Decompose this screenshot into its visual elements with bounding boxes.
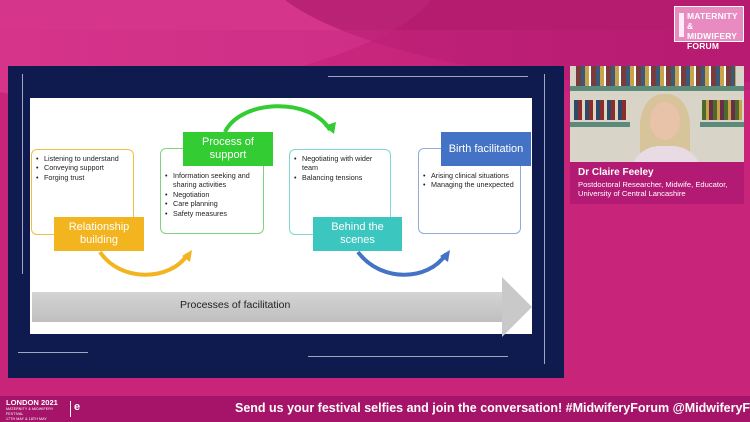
stage-label-support: Process of support	[183, 132, 273, 166]
speaker-title: Postdoctoral Researcher, Midwife, Educat…	[578, 180, 728, 198]
list-item: Balancing tensions	[294, 173, 386, 183]
process-arrow	[32, 292, 502, 322]
books	[702, 100, 742, 120]
logo-text-line1: MATERNITY	[687, 11, 738, 21]
chalk-line	[18, 352, 88, 353]
arrowhead-gold	[182, 250, 192, 262]
bookshelf	[700, 122, 744, 127]
process-arrow-label: Processes of facilitation	[180, 299, 291, 311]
process-arrow-head-icon	[502, 277, 532, 337]
books	[576, 66, 736, 86]
chalk-line	[328, 76, 528, 77]
list-item: Conveying support	[36, 163, 129, 173]
arrowhead-green	[324, 122, 336, 134]
speaker-video	[570, 66, 744, 162]
partner-logo-icon: e	[74, 401, 81, 413]
curve-arrow-gold	[98, 250, 190, 277]
list-item: Listening to understand	[36, 154, 129, 164]
curve-arrow-blue	[356, 250, 448, 277]
stage-list: Arising clinical situations Managing the…	[419, 149, 520, 190]
stage-label-relationship: Relationship building	[54, 217, 144, 251]
event-logo-title: LONDON 2021	[6, 398, 58, 407]
speaker-face	[650, 102, 680, 140]
event-logo-dates: 17TH MAY & 18TH MAY	[6, 417, 47, 421]
stage-list: Negotiating with wider team Balancing te…	[290, 150, 390, 183]
list-item: Managing the unexpected	[423, 180, 516, 190]
speaker-body	[630, 146, 702, 162]
maternity-midwifery-forum-logo: MATERNITY & MIDWIFERY FORUM	[674, 6, 744, 51]
stage-list: Information seeking and sharing activiti…	[161, 149, 263, 218]
logo-bar-icon	[679, 13, 684, 37]
list-item: Safety measures	[165, 209, 259, 219]
footer-divider	[70, 401, 71, 417]
logo-text-line3: FORUM	[687, 41, 720, 51]
chalk-line	[22, 74, 23, 274]
bookshelf	[570, 86, 744, 91]
speaker-caption: Dr Claire Feeley Postdoctoral Researcher…	[570, 162, 744, 204]
bookshelf	[570, 122, 630, 127]
logo-text-line2: & MIDWIFERY	[687, 21, 738, 41]
list-item: Information seeking and sharing activiti…	[165, 171, 259, 190]
curve-arrow-green	[223, 104, 332, 133]
bottom-ticker-bar	[0, 396, 750, 422]
books	[574, 100, 628, 120]
stage-label-birth: Birth facilitation	[441, 132, 531, 166]
event-logo-subtitle: MATERNITY & MIDWIFERY FESTIVAL	[6, 407, 54, 416]
arrowhead-blue	[440, 250, 450, 262]
list-item: Forging trust	[36, 173, 129, 183]
stage-list: Listening to understand Conveying suppor…	[32, 150, 133, 183]
stage-label-behind: Behind the scenes	[313, 217, 402, 251]
chalk-line	[544, 74, 545, 364]
ticker-text: Send us your festival selfies and join t…	[235, 401, 750, 415]
chalk-line	[308, 356, 508, 357]
list-item: Negotiation	[165, 190, 259, 200]
speaker-name: Dr Claire Feeley	[578, 167, 654, 178]
list-item: Negotiating with wider team	[294, 154, 386, 173]
list-item: Care planning	[165, 199, 259, 209]
list-item: Arising clinical situations	[423, 171, 516, 181]
event-logo: LONDON 2021 MATERNITY & MIDWIFERY FESTIV…	[6, 399, 68, 422]
